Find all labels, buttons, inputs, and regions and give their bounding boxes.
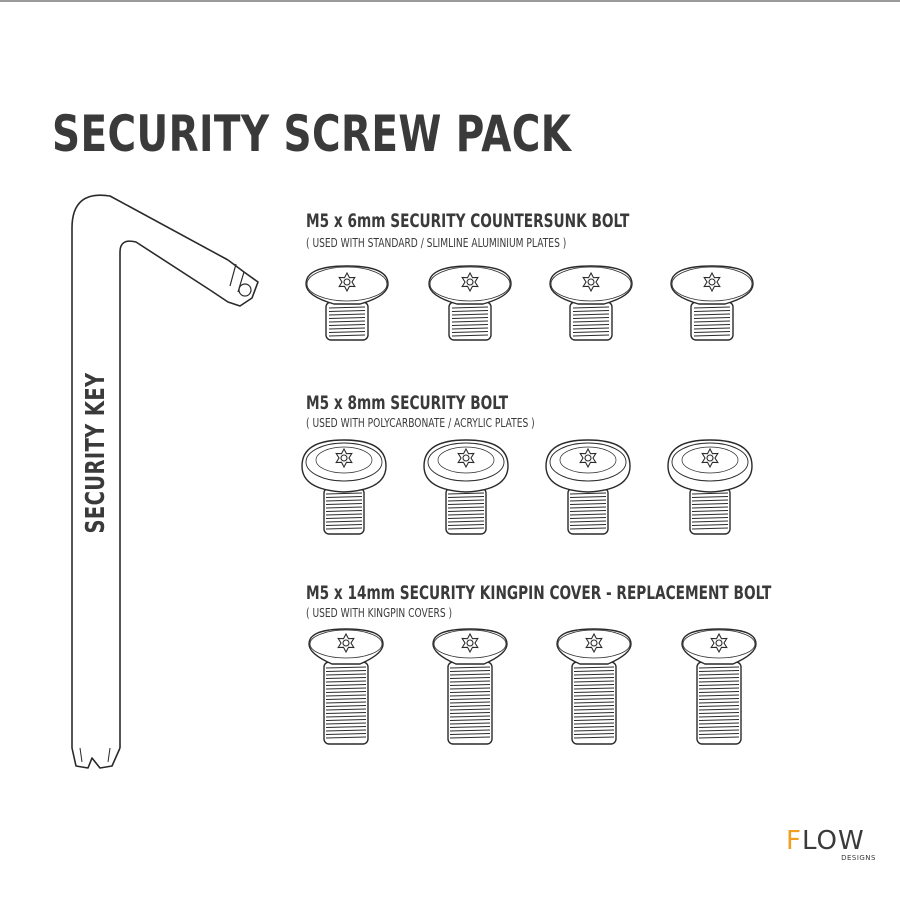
- countersunk-bolt-14mm: [430, 626, 510, 748]
- countersunk-bolt-6mm: [667, 262, 757, 344]
- security-key-label: SECURITY KEY: [81, 372, 111, 534]
- countersunk-bolt-6mm: [302, 262, 392, 344]
- page-title: SECURITY SCREW PACK: [52, 105, 572, 163]
- section-2-title: M5 x 8mm SECURITY BOLT: [306, 392, 509, 414]
- top-rule: [0, 0, 900, 2]
- countersunk-bolt-14mm: [679, 626, 759, 748]
- button-head-bolt-8mm: [664, 436, 756, 538]
- button-head-bolt-8mm: [542, 436, 634, 538]
- logo-subtitle: DESIGNS: [841, 854, 876, 862]
- section-1-note: ( USED WITH STANDARD / SLIMLINE ALUMINIU…: [306, 236, 567, 250]
- section-2-note: ( USED WITH POLYCARBONATE / ACRYLIC PLAT…: [306, 416, 535, 430]
- section-3-title: M5 x 14mm SECURITY KINGPIN COVER - REPLA…: [306, 582, 772, 604]
- countersunk-bolt-14mm: [306, 626, 386, 748]
- section-3-note: ( USED WITH KINGPIN COVERS ): [306, 606, 453, 620]
- countersunk-bolt-14mm: [554, 626, 634, 748]
- countersunk-bolt-6mm: [425, 262, 515, 344]
- flow-designs-logo: FLOW DESIGNS: [786, 826, 878, 866]
- button-head-bolt-8mm: [420, 436, 512, 538]
- section-1-title: M5 x 6mm SECURITY COUNTERSUNK BOLT: [306, 210, 630, 232]
- button-head-bolt-8mm: [298, 436, 390, 538]
- countersunk-bolt-6mm: [546, 262, 636, 344]
- logo-accent-letter: F: [786, 826, 802, 856]
- logo-rest-letters: LOW: [801, 826, 865, 856]
- logo-wordmark: FLOW: [786, 826, 865, 856]
